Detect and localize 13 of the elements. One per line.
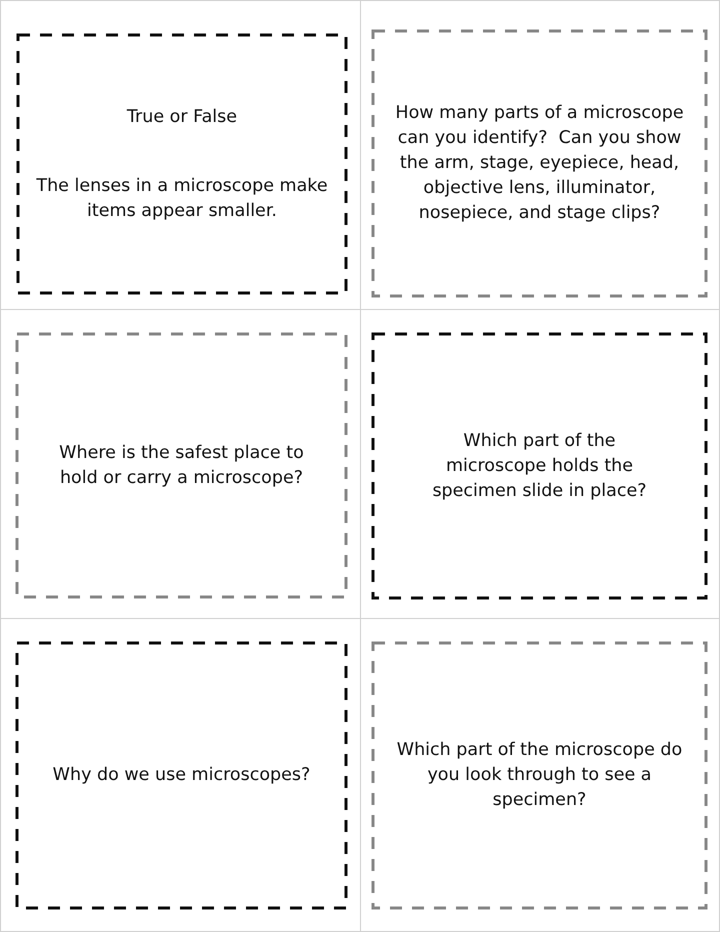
- card-question: How many parts of a microscope can you identify? Can you show the arm, stage, eyepiece, head, objective lens, illuminator, nosepiece, and stage clips?: [394, 102, 685, 225]
- flash-card: [373, 643, 706, 908]
- card-question: Where is the safest place to hold or carry a microscope?: [58, 442, 305, 490]
- card-question: The lenses in a microscope make items appear smaller.: [35, 174, 329, 222]
- card-heading: True or False: [126, 106, 238, 128]
- card-question: Which part of the microscope holds the specimen slide in place?: [431, 430, 648, 502]
- card-question: Which part of the microscope do you look through to see a specimen?: [396, 739, 684, 812]
- flash-card: [373, 31, 706, 296]
- flash-card: [17, 334, 346, 597]
- flash-card: [18, 35, 346, 293]
- flash-card: [373, 334, 706, 598]
- flash-card: [17, 643, 346, 908]
- card-question: Why do we use microscopes?: [52, 764, 312, 787]
